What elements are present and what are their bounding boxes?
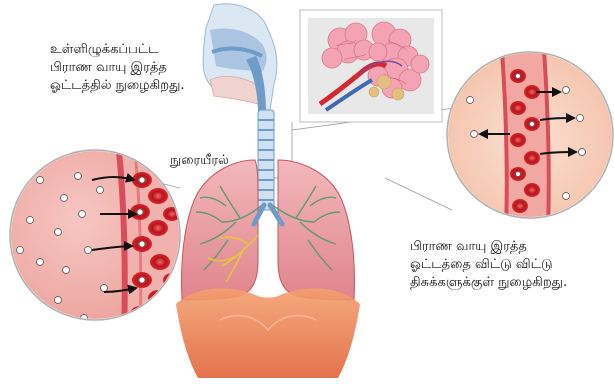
oxygen-to-tissue-label: பிராண வாயு இரத்த ஓட்டத்தை விட்டு விட்டு … — [410, 238, 567, 292]
alveoli-inset — [300, 10, 442, 122]
oxygen-to-tissue-line-2: ஓட்டத்தை விட்டு விட்டு — [410, 256, 567, 274]
lung-label: நுரையீரல் — [170, 152, 229, 170]
inhaled-oxygen-line-1: உள்ளிழுக்கப்பட்ட — [50, 41, 185, 59]
right-magnified-circle — [440, 50, 614, 230]
inhaled-oxygen-label: உள்ளிழுக்கப்பட்ட பிராண வாயு இரத்த ஓட்டத்… — [50, 41, 185, 95]
inhaled-oxygen-line-2: பிராண வாயு இரத்த — [50, 59, 185, 77]
diaphragm — [176, 288, 360, 378]
inhaled-oxygen-line-3: ஓட்டத்தில் நுழைகிறது. — [50, 77, 185, 95]
oxygen-to-tissue-line-3: திசுக்களுக்குள் நுழைகிறது. — [410, 274, 567, 292]
lung-label-text: நுரையீரல் — [170, 152, 229, 170]
head-airway — [203, 4, 277, 112]
trachea — [258, 110, 274, 210]
right-lung — [278, 160, 354, 300]
oxygen-to-tissue-line-1: பிராண வாயு இரத்த — [410, 238, 567, 256]
left-magnified-circle — [0, 140, 200, 340]
left-lung — [182, 160, 258, 300]
